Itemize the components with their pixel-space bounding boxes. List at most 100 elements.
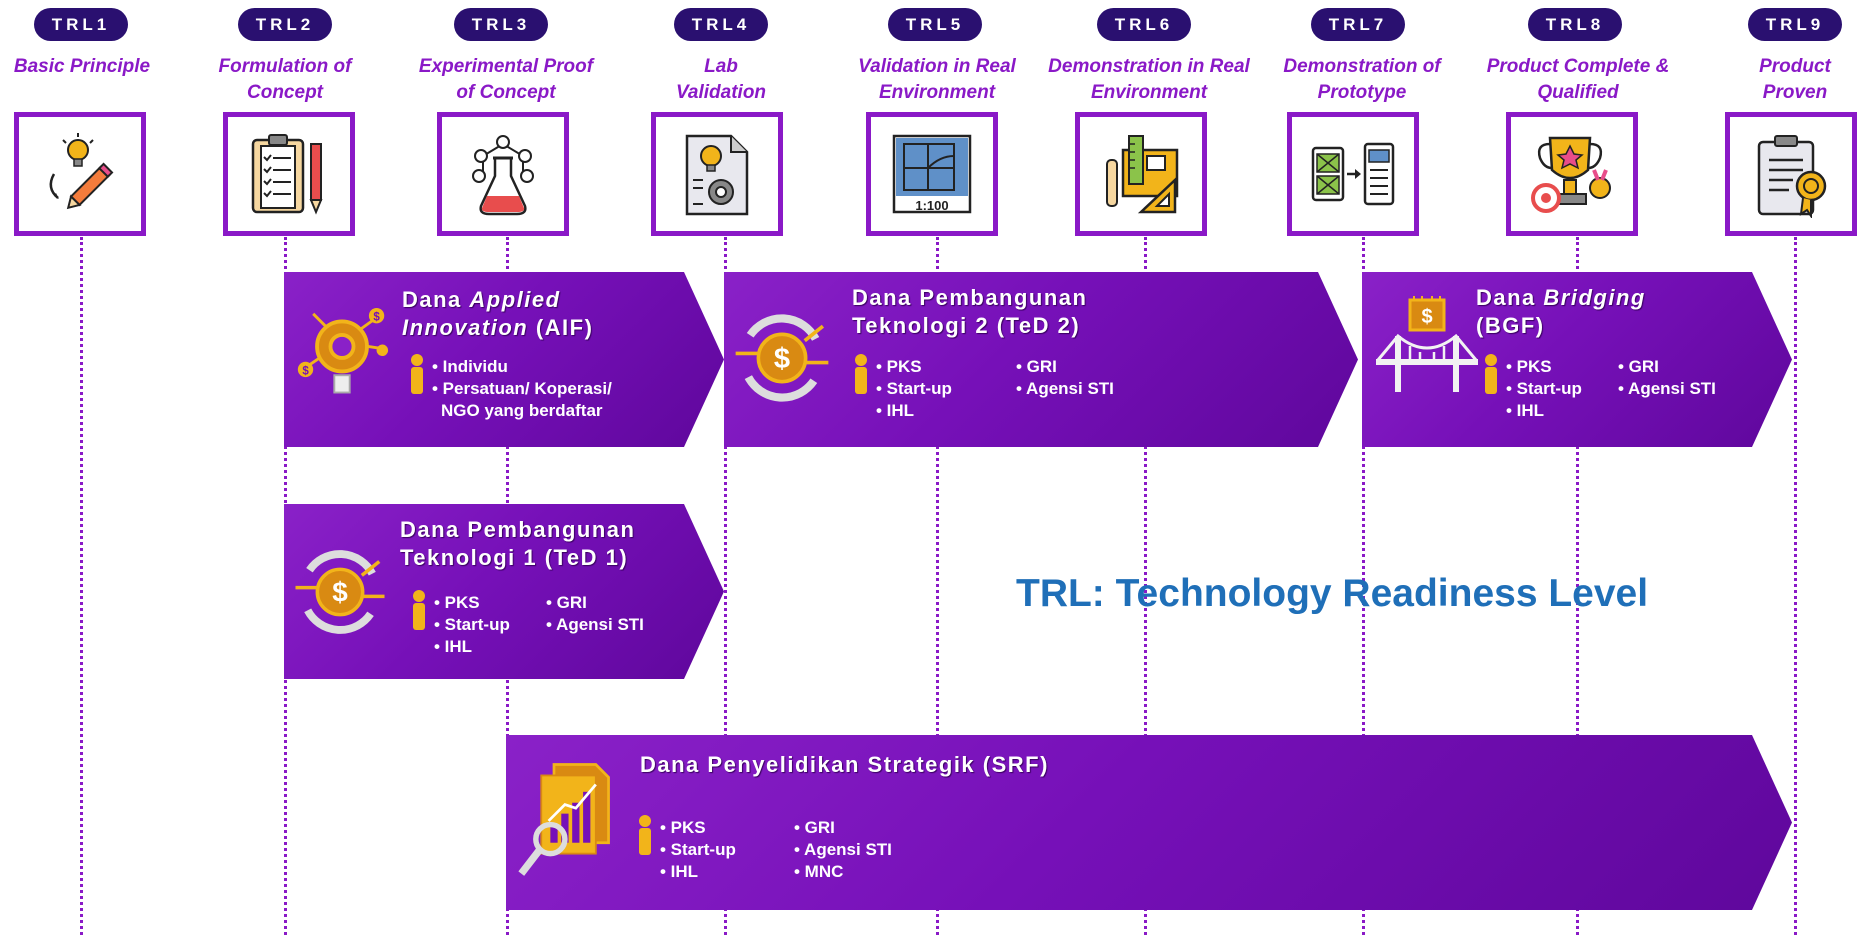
list-item: • Agensi STI [794,840,892,859]
list-item: • Persatuan/ Koperasi/ [432,379,612,398]
fund-title-post: (BGF) [1476,313,1545,338]
trl-definition: TRL: Technology Readiness Level [1016,572,1649,615]
list-item: NGO yang berdaftar [441,401,603,420]
stage-icon-box [223,112,355,236]
list-item: • GRI [794,818,835,837]
stage-icon-box [437,112,569,236]
fund-title-pre: Dana [1476,285,1544,310]
idea-pencil-icon [49,133,114,210]
stage-title: Lab Validation [675,56,767,103]
stage-title: Product Proven [1759,56,1831,103]
column-guide-trl9 [1794,237,1797,935]
svg-text:$: $ [1421,306,1432,328]
stage-title: Basic Principle [13,56,151,77]
blueprint-scale-text: 1:100 [915,198,948,213]
list-item: • PKS [876,357,922,376]
column-guide-trl1 [80,237,83,935]
flask-molecule-icon [472,135,534,216]
fund-bgf: $ Dana Bridging (BGF) • PKS • Start-up •… [1362,272,1792,447]
person-icon [1484,354,1498,394]
trl-badge: TRL4 [674,8,768,41]
fund-eligibility-list-2: • GRI • Agensi STI [1016,356,1114,400]
list-item: • MNC [794,862,844,881]
fund-eligibility-list: • PKS • Start-up • IHL [660,817,736,883]
fund-title: Dana Penyelidikan Strategik (SRF) [640,752,1049,777]
list-item: • Start-up [660,840,736,859]
stage-icon-box [1506,112,1638,236]
person-icon [412,590,426,630]
column-guide-trl4 [724,237,727,935]
trl-badge: TRL9 [1748,8,1842,41]
svg-text:$: $ [302,365,309,377]
fund-ted2: $ Dana Pembangunan Teknologi 2 (TeD 2) •… [724,272,1358,447]
stage-icon-box [1075,112,1207,236]
list-item: • Start-up [876,379,952,398]
fund-ted1: $ Dana Pembangunan Teknologi 1 (TeD 1) •… [284,504,724,679]
dollar-circuit-icon: $ [292,544,388,640]
trl-badge: TRL7 [1311,8,1405,41]
svg-text:$: $ [332,577,348,608]
blueprint-scale-icon: 1:100 [892,134,972,214]
list-item: • PKS [1506,357,1552,376]
stage-icon-box: 1:100 [866,112,998,236]
list-item: • GRI [1618,357,1659,376]
fund-eligibility-list-2: • GRI • Agensi STI [546,592,644,636]
list-item: • GRI [546,593,587,612]
stage-title: Experimental Proof of Concept [418,56,594,103]
fund-title: Dana Pembangunan Teknologi 2 (TeD 2) [852,285,1088,338]
svg-text:$: $ [774,343,790,375]
person-icon [410,354,424,394]
list-item: • IHL [660,862,699,881]
fund-eligibility-list-2: • GRI • Agensi STI • MNC [794,817,892,883]
fund-title-italic: Applied Innovation [402,287,561,340]
trophy-medal-icon [1531,136,1611,213]
fund-title: Dana Bridging (BGF) [1476,284,1696,340]
stage-title: Demonstration of Prototype [1283,56,1441,103]
gear-bulb-icon: $ $ [294,302,390,412]
column-guide-trl5 [936,237,939,935]
list-item: • PKS [434,593,480,612]
lab-document-icon [685,134,749,216]
person-icon [638,815,652,855]
trl-badge: TRL3 [454,8,548,41]
list-item: • Start-up [1506,379,1582,398]
list-item: • Agensi STI [546,615,644,634]
fund-eligibility-list: • PKS • Start-up • IHL [434,592,510,658]
stage-icon-box [14,112,146,236]
trl-badge: TRL1 [34,8,128,41]
column-guide-trl7 [1362,237,1365,935]
fund-eligibility-list: • PKS • Start-up • IHL [1506,356,1582,422]
list-item: • IHL [1506,401,1545,420]
stage-icon-box [1287,112,1419,236]
stage-title: Demonstration in Real Environment [1048,56,1250,103]
person-icon [854,354,868,394]
trl-badge: TRL2 [238,8,332,41]
list-item: • IHL [876,401,915,420]
checklist-pencil-icon [251,134,323,215]
trl-badge: TRL6 [1097,8,1191,41]
column-guide-trl6 [1144,237,1147,935]
prototype-devices-icon [1311,142,1395,206]
stage-icon-box [651,112,783,236]
svg-text:$: $ [373,312,380,324]
list-item: • IHL [434,637,473,656]
trl-badge: TRL5 [888,8,982,41]
fund-title: Dana Applied Innovation (AIF) [402,286,662,342]
fund-title-italic: Bridging [1543,285,1646,310]
list-item: • PKS [660,818,706,837]
bridge-chip-icon: $ [1372,296,1482,406]
stage-title: Formulation of Concept [218,56,352,103]
stage-title: Validation in Real Environment [858,56,1016,103]
stage-icon-box [1725,112,1857,236]
fund-eligibility-list-2: • GRI • Agensi STI [1618,356,1716,400]
design-tools-icon [1106,135,1179,214]
fund-eligibility-list: • Individu • Persatuan/ Koperasi/ NGO ya… [432,356,612,422]
column-guide-trl8 [1576,237,1579,935]
list-item: • Agensi STI [1618,379,1716,398]
list-item: • Start-up [434,615,510,634]
list-item: • Agensi STI [1016,379,1114,398]
trl-badge: TRL8 [1528,8,1622,41]
fund-title: Dana Pembangunan Teknologi 1 (TeD 1) [400,517,636,570]
fund-title-pre: Dana [402,287,470,312]
stage-title: Product Complete & Qualified [1486,56,1670,103]
